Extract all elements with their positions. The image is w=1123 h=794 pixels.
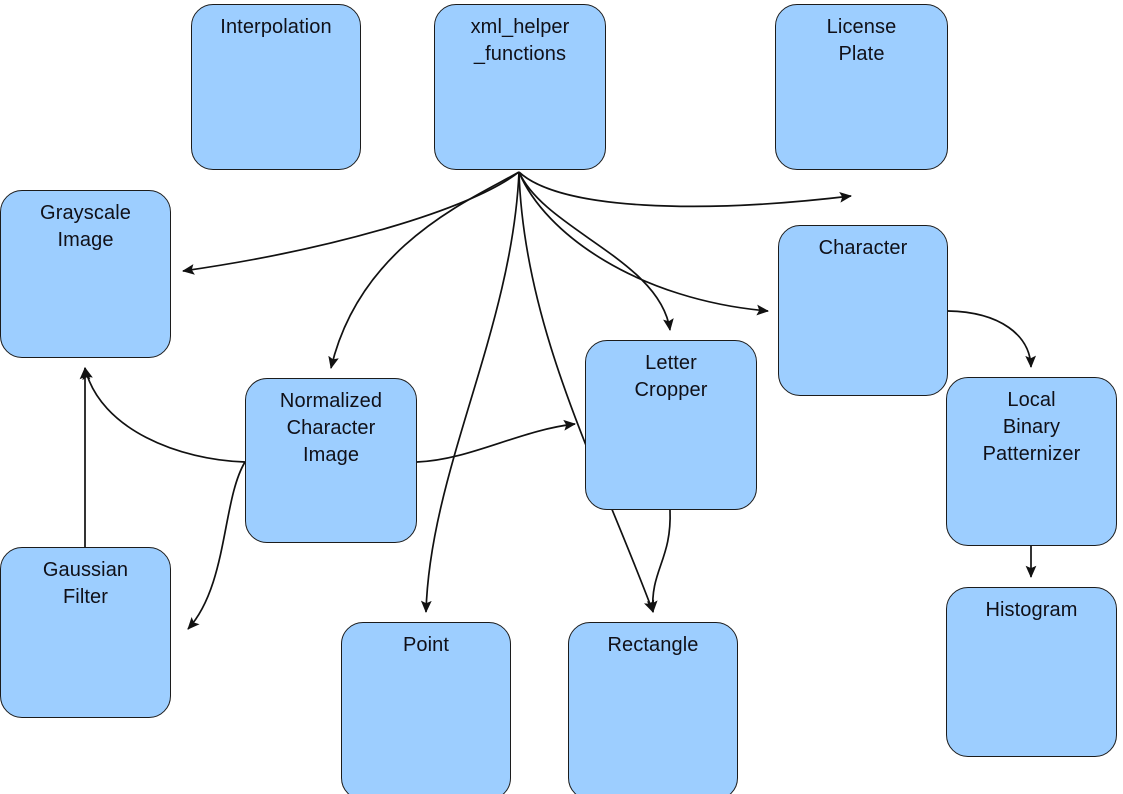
node-grayscale-image[interactable]: Grayscale Image — [0, 190, 171, 358]
node-xml-helper-functions[interactable]: xml_helper _functions — [434, 4, 606, 170]
edge-xml-to-license-plate — [518, 171, 852, 208]
node-gaussian-filter[interactable]: Gaussian Filter — [0, 547, 171, 718]
node-normalized-character-image[interactable]: Normalized Character Image — [245, 378, 417, 543]
node-histogram[interactable]: Histogram — [946, 587, 1117, 757]
node-interpolation[interactable]: Interpolation — [191, 4, 361, 170]
node-letter-cropper[interactable]: Letter Cropper — [585, 340, 757, 510]
node-point[interactable]: Point — [341, 622, 511, 794]
edge-normalized-to-grayscale-image — [82, 367, 246, 463]
node-rectangle[interactable]: Rectangle — [568, 622, 738, 794]
node-license-plate[interactable]: License Plate — [775, 4, 948, 170]
edge-xml-to-letter-cropper — [518, 171, 674, 331]
edge-normalized-to-gaussian-filter — [187, 461, 246, 630]
edge-xml-to-grayscale-image — [182, 171, 520, 275]
edge-character-to-local-binary-patternizer — [947, 310, 1037, 368]
edge-xml-to-character — [518, 171, 769, 316]
edge-xml-to-normalized-character-image — [328, 171, 520, 369]
edge-normalized-to-letter-cropper — [416, 419, 576, 463]
edge-xml-to-point — [420, 171, 520, 613]
edge-letter-cropper-to-rectangle — [646, 509, 671, 613]
node-local-binary-patternizer[interactable]: Local Binary Patternizer — [946, 377, 1117, 546]
node-character[interactable]: Character — [778, 225, 948, 396]
